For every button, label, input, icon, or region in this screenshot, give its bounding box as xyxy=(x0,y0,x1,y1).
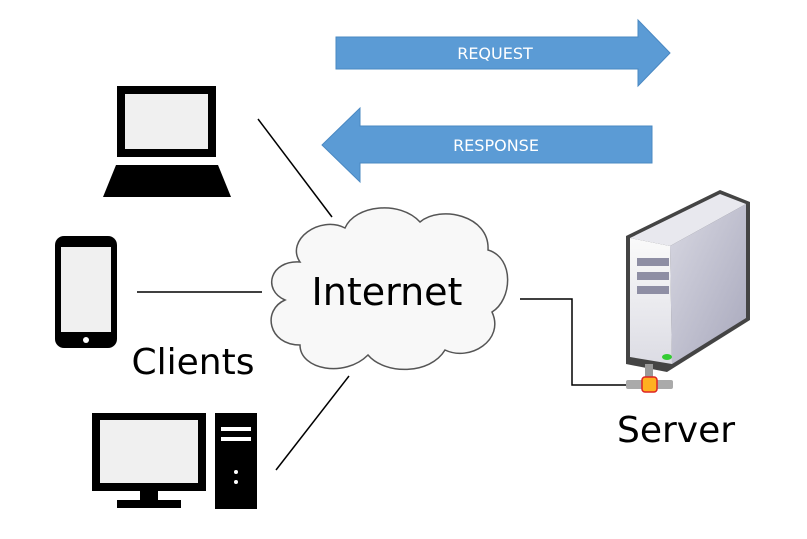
request-label: REQUEST xyxy=(457,44,533,63)
smartphone-icon xyxy=(55,236,117,348)
desktop-computer-icon xyxy=(92,413,257,509)
server-icon xyxy=(626,190,750,393)
laptop-icon xyxy=(103,86,231,197)
connection-lines xyxy=(137,118,630,471)
server-label: Server xyxy=(617,410,735,451)
internet-label: Internet xyxy=(312,270,463,314)
response-arrow: RESPONSE xyxy=(321,106,653,184)
desktop-link xyxy=(275,375,350,471)
cloud-icon: Internet xyxy=(270,207,509,371)
laptop-link xyxy=(257,118,333,218)
response-label: RESPONSE xyxy=(453,136,539,155)
clients-label: Clients xyxy=(132,342,255,383)
request-arrow: REQUEST xyxy=(335,18,671,88)
server-link xyxy=(520,298,630,386)
